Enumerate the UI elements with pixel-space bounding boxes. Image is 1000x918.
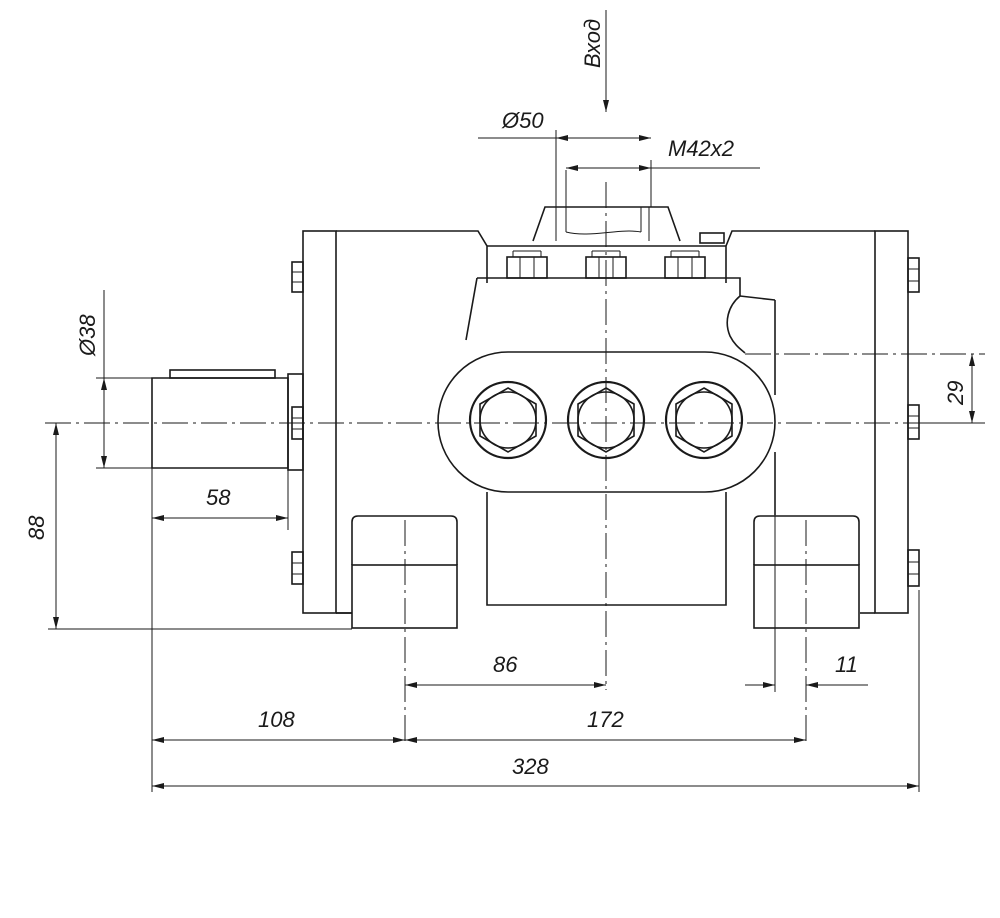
dim-diameter-shaft: Ø38 <box>75 290 152 469</box>
dim-172: 172 <box>405 707 806 743</box>
inlet-label: Вход <box>580 19 605 68</box>
dim-offset-right-text: 29 <box>943 381 968 406</box>
dim-328-text: 328 <box>512 754 549 779</box>
dim-height: 88 <box>24 423 352 630</box>
dim-thread: M42x2 <box>566 136 760 171</box>
dim-offset-right: 29 <box>910 354 985 424</box>
top-nut-right <box>664 250 706 279</box>
drive-shaft <box>151 369 304 471</box>
right-foot <box>753 515 860 629</box>
plug-right <box>664 380 744 460</box>
top-nut-center <box>585 250 627 279</box>
dim-172-text: 172 <box>587 707 624 732</box>
dim-11-text: 11 <box>835 652 858 677</box>
dim-86: 86 <box>405 652 606 688</box>
top-nut-left <box>506 250 548 279</box>
dim-108: 108 <box>151 530 405 792</box>
dim-shaft-length: 58 <box>151 468 289 530</box>
left-end-cover <box>302 230 488 614</box>
small-plug <box>699 232 725 244</box>
dim-diameter-inlet: Ø50 <box>478 108 651 141</box>
plug-center <box>566 380 646 460</box>
right-bolt-top <box>907 257 920 293</box>
pump-body <box>465 245 776 606</box>
cylinder-block <box>437 351 776 493</box>
right-bolt-middle <box>907 404 920 440</box>
dim-108-text: 108 <box>258 707 295 732</box>
left-foot <box>336 515 458 629</box>
right-bolt-bottom <box>907 549 920 587</box>
plug-left <box>468 380 548 460</box>
dim-86-text: 86 <box>493 652 518 677</box>
left-bolt-bottom <box>291 551 304 585</box>
dim-11: 11 <box>745 515 868 692</box>
dim-diameter-inlet-text: Ø50 <box>501 108 544 133</box>
dim-328: 328 <box>152 590 920 792</box>
dim-height-text: 88 <box>24 515 49 540</box>
dim-diameter-shaft-text: Ø38 <box>75 314 100 357</box>
dim-shaft-length-text: 58 <box>206 485 231 510</box>
dim-thread-text: M42x2 <box>668 136 734 161</box>
left-bolt-top <box>291 261 304 293</box>
